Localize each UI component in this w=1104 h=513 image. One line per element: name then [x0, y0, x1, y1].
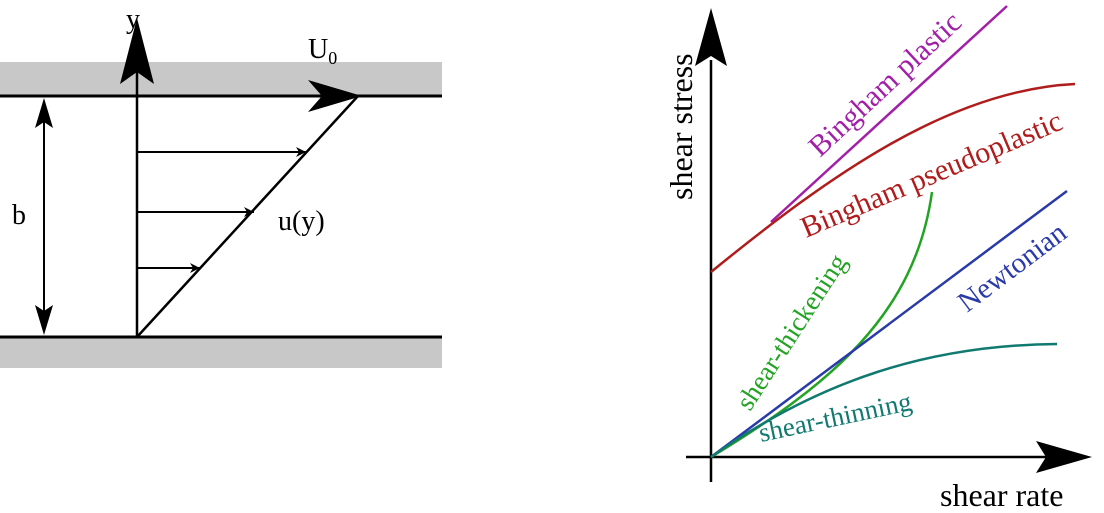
curve-bingham-plastic [770, 5, 1008, 223]
top-plate [0, 62, 442, 96]
rheology-x-axis-label: shear rate [940, 477, 1063, 513]
top-velocity-label: U0 [308, 34, 337, 68]
bottom-plate [0, 337, 442, 368]
label-shear-thickening: shear-thickening [730, 248, 853, 415]
curve-bingham-pseudoplastic [710, 82, 1076, 273]
rheology-y-axis-label: shear stress [663, 53, 699, 200]
curve-shear-thinning [710, 342, 1058, 459]
rheology-x-axis-arrowhead [1036, 441, 1092, 473]
couette-diagram: y U0 b u(y) [0, 4, 442, 368]
label-bingham-plastic: Bingham plastic [802, 5, 968, 163]
label-shear-thinning: shear-thinning [756, 386, 914, 448]
y-axis-label: y [126, 4, 140, 35]
velocity-profile-label: u(y) [278, 206, 325, 237]
rheology-plot: shear stress shear rate Bingham plastic … [663, 5, 1092, 513]
gap-label: b [12, 200, 26, 231]
gap-arrowhead-bottom [35, 305, 53, 335]
top-velocity-arrowhead [308, 80, 362, 112]
y-axis-arrowhead [120, 18, 154, 84]
rheology-y-axis-arrowhead [695, 8, 727, 66]
velocity-profile-line [136, 95, 359, 338]
curve-newtonian [710, 189, 1068, 459]
gap-arrowhead-top [35, 98, 53, 128]
